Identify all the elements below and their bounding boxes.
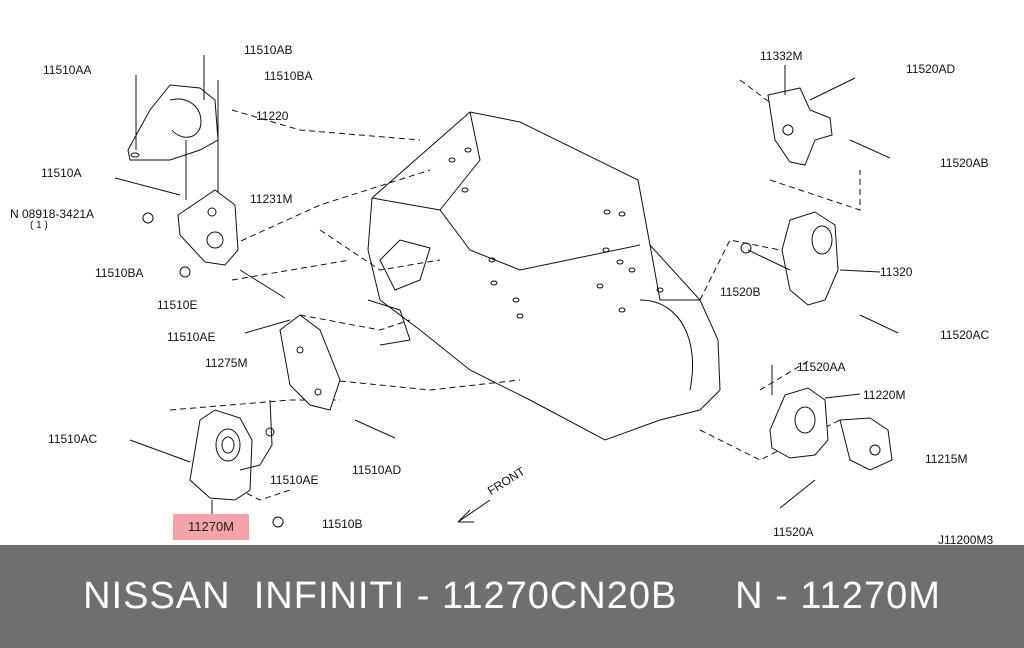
label-11231M: 11231M — [250, 192, 293, 206]
label-11510B: 11510B — [322, 517, 363, 531]
label-11510AC: 11510AC — [48, 432, 98, 446]
mount-11270M — [129, 399, 284, 528]
front-arrow — [457, 499, 491, 523]
bracket-11332M — [767, 65, 891, 166]
label-11520AB: 11520AB — [940, 156, 989, 170]
label-11275M: 11275M — [205, 356, 248, 370]
label-11510AE-top: 11510AE — [167, 330, 216, 344]
label-11510BA: 11510BA — [95, 266, 144, 280]
engine-mount-drawing — [114, 55, 899, 528]
label-11520B: 11520B — [720, 285, 761, 299]
footer-bar: NISSAN INFINITI - 11270CN20B N - 11270M — [0, 545, 1024, 648]
label-11510AB: 11510AB — [244, 43, 293, 57]
mount-11320 — [740, 211, 899, 334]
label-11520AC: 11520AC — [940, 328, 990, 342]
bracket-11231M — [114, 177, 286, 299]
label-11220M: 11220M — [863, 388, 906, 402]
label-11510E: 11510E — [157, 298, 198, 312]
label-11520AA: 11520AA — [797, 360, 846, 374]
label-11220: 11220 — [256, 109, 289, 123]
label-08918-3421A: N 08918-3421A — [10, 207, 95, 221]
label-11510AA: 11510AA — [43, 63, 92, 77]
label-11510BA-top: 11510BA — [264, 69, 313, 83]
label-08918-qty: ( 1 ) — [30, 220, 48, 231]
dashed-leaders — [169, 79, 861, 501]
highlight-11270M: 11270M — [173, 514, 249, 540]
label-11510A: 11510A — [41, 166, 82, 180]
label-11510AE: 11510AE — [270, 473, 319, 487]
mount-11220M — [769, 365, 893, 509]
label-11320: 11320 — [880, 265, 913, 279]
label-11520A: 11520A — [773, 525, 814, 539]
diagram-code: J11200M3 — [938, 533, 994, 547]
label-11332M: 11332M — [760, 49, 803, 63]
mount-11220 — [127, 55, 219, 200]
parts-diagram: 11510AB 11510AA 11510BA 11220 11510A 112… — [10, 43, 994, 547]
label-11510AD: 11510AD — [352, 463, 402, 477]
bracket-11275M — [244, 314, 396, 439]
engine-block — [367, 111, 721, 441]
label-11215M: 11215M — [925, 452, 968, 466]
footer-part-number: NISSAN INFINITI - 11270CN20B N - 11270M — [83, 575, 941, 617]
label-11520AD: 11520AD — [906, 62, 956, 76]
